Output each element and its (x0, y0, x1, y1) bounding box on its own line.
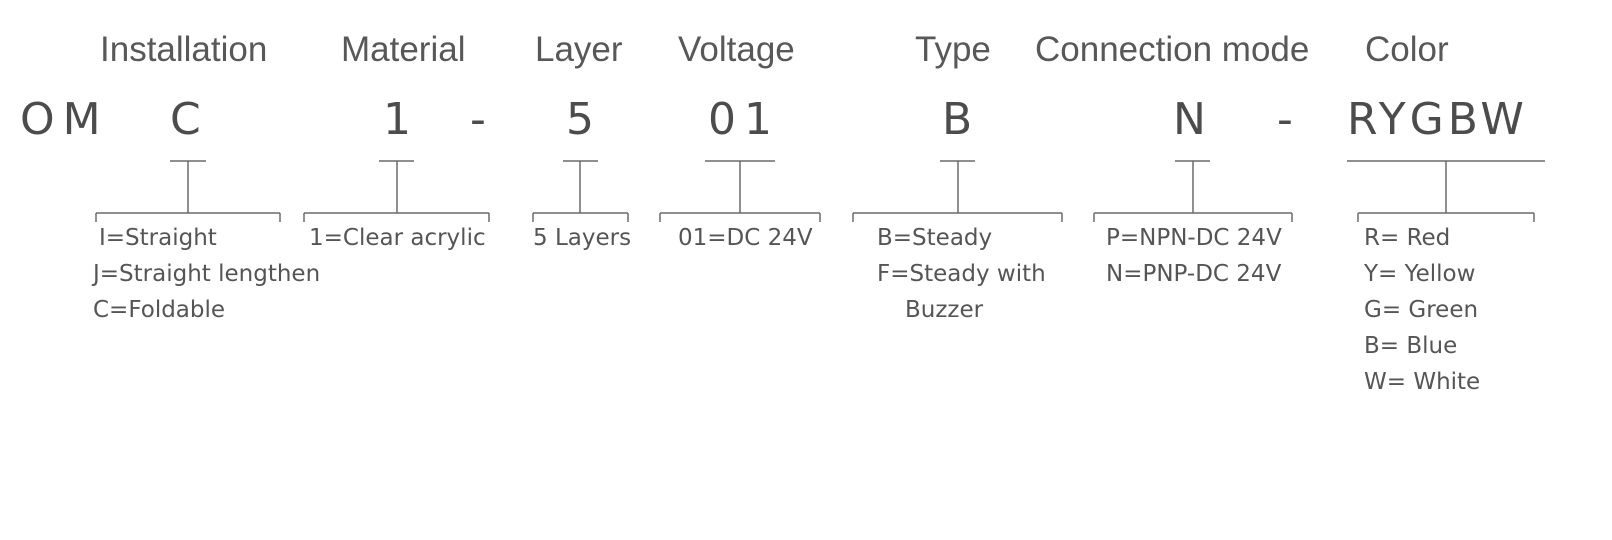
bracket-voltage (659, 160, 821, 222)
code-type: B (942, 94, 981, 145)
desc-type: B=Steady F=Steady with Buzzer (877, 220, 1046, 328)
header-type: Type (915, 30, 991, 69)
desc-installation-line: I=Straight (99, 225, 217, 251)
desc-color-line: R= Red (1364, 225, 1451, 251)
desc-installation-line: C=Foldable (93, 297, 226, 323)
code-layer: 5 (566, 94, 602, 145)
header-layer: Layer (535, 30, 623, 69)
desc-connection-line: P=NPN-DC 24V (1106, 225, 1282, 251)
desc-color-line: B= Blue (1364, 333, 1458, 359)
bracket-type (852, 160, 1063, 222)
bracket-material (303, 160, 490, 222)
code-material: 1 (383, 94, 419, 145)
code-dash-1: - (470, 94, 494, 145)
code-installation: C (170, 94, 209, 145)
header-connection-mode: Connection mode (1035, 30, 1310, 69)
desc-material: 1=Clear acrylic (309, 220, 486, 256)
code-prefix: OM (20, 94, 109, 145)
header-installation: Installation (100, 30, 268, 69)
desc-installation-line: J=Straight lengthen (93, 261, 321, 287)
desc-color: R= Red Y= Yellow G= Green B= Blue W= Whi… (1364, 220, 1480, 400)
desc-connection-mode: P=NPN-DC 24V N=PNP-DC 24V (1106, 220, 1282, 292)
desc-color-line: G= Green (1364, 297, 1479, 323)
desc-type-line: Buzzer (905, 297, 984, 323)
desc-color-line: W= White (1364, 369, 1481, 395)
header-voltage: Voltage (678, 30, 795, 69)
code-dash-2: - (1277, 94, 1301, 145)
bracket-color (1347, 160, 1545, 222)
desc-layer-line: 5 Layers (533, 225, 632, 251)
header-color: Color (1365, 30, 1449, 69)
desc-color-line: Y= Yellow (1364, 261, 1476, 287)
desc-layer: 5 Layers (533, 220, 631, 256)
code-voltage: 01 (708, 94, 780, 145)
bracket-layer (532, 160, 629, 222)
desc-installation: I=Straight J=Straight lengthen C=Foldabl… (93, 220, 320, 328)
desc-connection-line: N=PNP-DC 24V (1106, 261, 1282, 287)
desc-voltage: 01=DC 24V (678, 220, 813, 256)
desc-type-line: F=Steady with (877, 261, 1046, 287)
header-material: Material (341, 30, 466, 69)
desc-material-line: 1=Clear acrylic (309, 225, 486, 251)
bracket-connection-mode (1093, 160, 1293, 222)
code-color: RYGBW (1347, 94, 1528, 145)
bracket-installation (95, 160, 281, 222)
desc-voltage-line: 01=DC 24V (678, 225, 813, 251)
code-connection: N (1173, 94, 1214, 145)
desc-type-line: B=Steady (877, 225, 993, 251)
